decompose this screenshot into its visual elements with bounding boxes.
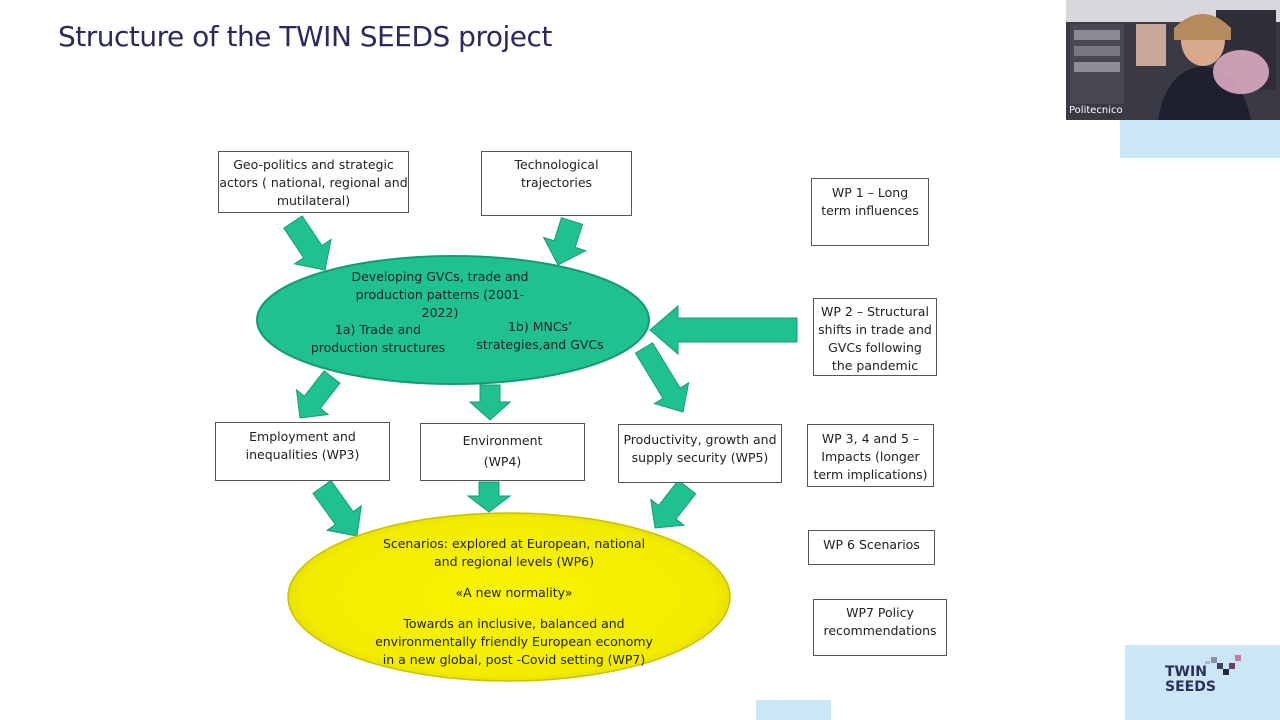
wp-box-7: WP7 Policy recommendations	[813, 599, 947, 656]
scenario-line: Towards an inclusive, balanced and	[403, 616, 625, 631]
wp-box-3-5: WP 3, 4 and 5 – Impacts (longer term imp…	[807, 424, 934, 487]
core-heading: Developing GVCs, trade and production pa…	[340, 268, 540, 322]
scenario-line: Scenarios: explored at European, nationa…	[382, 536, 646, 551]
impact-box-environment: Environment (WP4)	[420, 423, 585, 481]
scenario-text-1: Scenarios: explored at European, nationa…	[364, 535, 664, 571]
driver-box-technology: Technological trajectories	[481, 151, 632, 216]
box-line: (WP4)	[483, 454, 522, 469]
decor-block-bottom	[756, 700, 831, 720]
box-line: Environment	[462, 433, 543, 448]
arrow-productivity-to-scenario	[650, 479, 697, 529]
box-line: WP 1 – Long	[831, 185, 909, 200]
box-line: Impacts (longer	[821, 449, 920, 464]
logo-line-2: SEEDS	[1165, 679, 1216, 695]
core-sub-b: 1b) MNCs’ strategies,and GVCs	[470, 318, 610, 354]
decor-block-top	[1120, 120, 1280, 158]
core-heading-line: 2022)	[421, 305, 459, 320]
box-line: Productivity, growth and	[623, 432, 777, 447]
core-heading-line: production patterns (2001-	[355, 287, 525, 302]
box-line: Technological	[514, 157, 599, 172]
box-line: recommendations	[823, 623, 937, 638]
participant-name: Politecnico	[1069, 105, 1123, 116]
arrow-core-to-productivity	[634, 342, 690, 413]
scenario-line: and regional levels (WP6)	[434, 554, 594, 569]
core-sub-b-line: 1b) MNCs’	[507, 319, 573, 334]
video-frame	[1066, 0, 1280, 120]
box-line: trajectories	[520, 175, 593, 190]
driver-box-geopolitics: Geo-politics and strategic actors ( nati…	[218, 151, 409, 213]
logo-pixel-mark-icon	[1205, 655, 1241, 675]
wp-box-1: WP 1 – Long term influences	[811, 178, 929, 246]
scenario-line: environmentally friendly European econom…	[375, 634, 653, 649]
box-line: actors ( national, regional and	[219, 175, 408, 190]
box-line: WP 2 – Structural	[821, 304, 929, 319]
core-sub-b-line: strategies,and GVCs	[476, 337, 604, 352]
wp-box-6: WP 6 Scenarios	[808, 530, 935, 565]
box-line: mutilateral)	[276, 193, 351, 208]
arrow-environment-to-scenario	[466, 481, 512, 513]
arrow-technology-to-core	[542, 217, 587, 266]
core-sub-a-line: production structures	[310, 340, 446, 355]
arrow-core-to-employment	[295, 370, 341, 419]
logo-wordmark: TWIN SEEDS	[1165, 665, 1216, 695]
wp-box-2: WP 2 – Structural shifts in trade and GV…	[813, 298, 937, 376]
scenario-text-3: Towards an inclusive, balanced and envir…	[354, 615, 674, 669]
box-line: term implications)	[813, 467, 928, 482]
arrow-core-to-environment	[468, 384, 512, 421]
logo-line-1: TWIN	[1165, 664, 1207, 680]
scenario-line: in a new global, post -Covid setting (WP…	[382, 652, 646, 667]
twin-seeds-logo: TWIN SEEDS	[1125, 645, 1280, 720]
box-line: supply security (WP5)	[631, 450, 769, 465]
box-line: inequalities (WP3)	[245, 447, 360, 462]
core-sub-a: 1a) Trade and production structures	[303, 321, 453, 357]
arrow-employment-to-scenario	[312, 479, 362, 537]
box-line: shifts in trade and	[818, 322, 932, 337]
box-line: term influences	[821, 203, 919, 218]
box-line: WP 6 Scenarios	[823, 537, 920, 552]
box-line: WP7 Policy	[846, 605, 914, 620]
core-sub-a-line: 1a) Trade and	[334, 322, 422, 337]
box-line: GVCs following	[828, 340, 922, 355]
scenario-ellipse	[287, 512, 731, 682]
impact-box-employment: Employment and inequalities (WP3)	[215, 422, 390, 481]
arrow-wp2-to-core	[649, 304, 798, 356]
core-heading-line: Developing GVCs, trade and	[351, 269, 529, 284]
core-ellipse	[256, 255, 650, 385]
participant-video-tile[interactable]: Politecnico	[1066, 0, 1280, 120]
scenario-text-2: «A new normality»	[455, 585, 573, 600]
slide-title: Structure of the TWIN SEEDS project	[58, 20, 552, 53]
impact-box-productivity: Productivity, growth and supply security…	[618, 424, 782, 483]
box-line: Employment and	[249, 429, 356, 444]
arrow-geopolitics-to-core	[283, 215, 332, 271]
box-line: WP 3, 4 and 5 –	[821, 431, 920, 446]
box-line: the pandemic	[831, 358, 919, 373]
box-line: Geo-politics and strategic	[233, 157, 394, 172]
